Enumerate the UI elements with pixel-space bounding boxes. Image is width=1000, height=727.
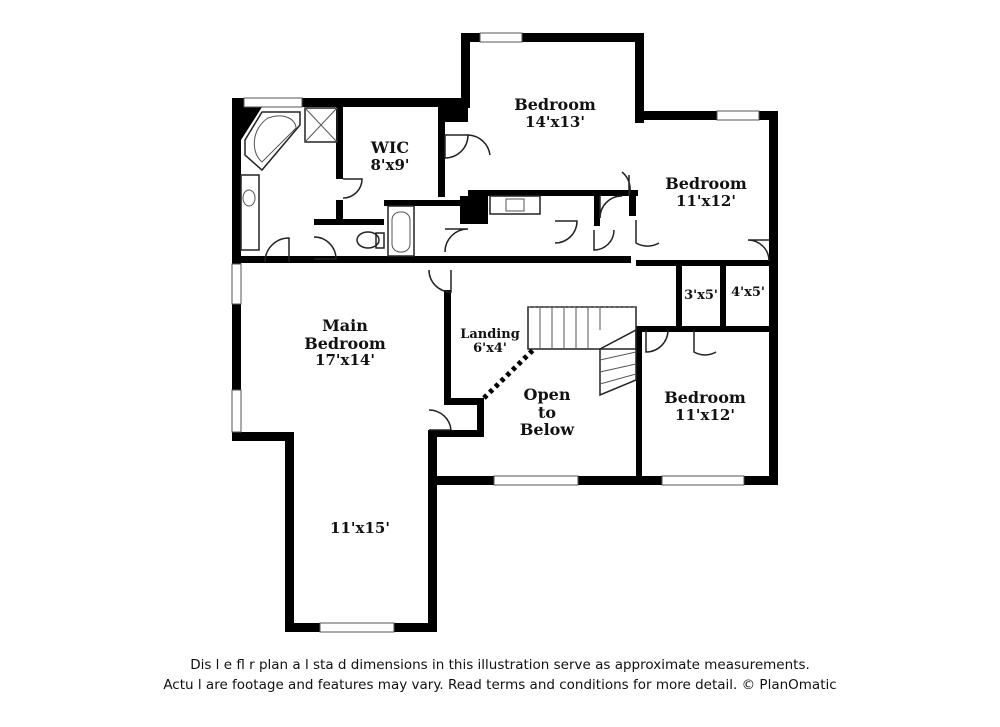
- room-name: Landing: [460, 327, 520, 342]
- room-name: Bedroom: [665, 174, 747, 193]
- area-label: Open: [523, 385, 571, 404]
- room-name: Bedroom: [514, 95, 596, 114]
- room-dimensions: 14'x13': [525, 112, 585, 131]
- disclaimer-line-2: Actu l are footage and features may vary…: [163, 677, 837, 693]
- area-label: to: [537, 402, 557, 422]
- room-label-bedroom-right: Bedroom 11'x12': [646, 175, 766, 209]
- room-label-closet-a: 3'x5': [682, 288, 720, 303]
- room-dimensions: 11'x12': [676, 191, 736, 210]
- room-label-bedroom-bottom: Bedroom 11'x12': [645, 389, 765, 423]
- bath-fixtures: [240, 107, 541, 257]
- room-dimensions: 3'x5': [684, 288, 718, 303]
- windows: [231, 32, 760, 633]
- room-label-open-to-below: Open to Below: [505, 386, 589, 439]
- room-name: WIC: [370, 138, 410, 157]
- room-label-main-bedroom: Main Bedroom 17'x14': [290, 317, 400, 369]
- room-dimensions: 6'x4': [473, 341, 507, 357]
- room-dimensions: 4'x5': [731, 285, 765, 300]
- room-dimensions: 17'x14': [315, 351, 375, 370]
- room-name: Bedroom: [664, 388, 746, 407]
- disclaimer-line-1: Dis l e fl r plan a l sta d dimensions i…: [190, 657, 810, 673]
- room-label-landing: Landing 6'x4': [455, 327, 525, 357]
- room-label-main-extension: 11'x15': [315, 520, 405, 537]
- room-dimensions: 11'x15': [330, 519, 390, 537]
- interior-walls: [241, 98, 778, 484]
- room-label-wic: WIC 8'x9': [350, 139, 430, 173]
- room-name: Bedroom: [304, 333, 386, 353]
- room-dimensions: 11'x12': [675, 405, 735, 424]
- room-name: Main: [322, 316, 368, 335]
- room-dimensions: 8'x9': [370, 155, 410, 174]
- room-label-bedroom-top: Bedroom 14'x13': [495, 96, 615, 130]
- room-label-closet-b: 4'x5': [726, 285, 770, 300]
- disclaimer: Dis l e fl r plan a l sta d dimensions i…: [0, 655, 1000, 695]
- area-label: Below: [519, 420, 575, 440]
- staircase: [482, 306, 637, 400]
- doors: [264, 134, 770, 431]
